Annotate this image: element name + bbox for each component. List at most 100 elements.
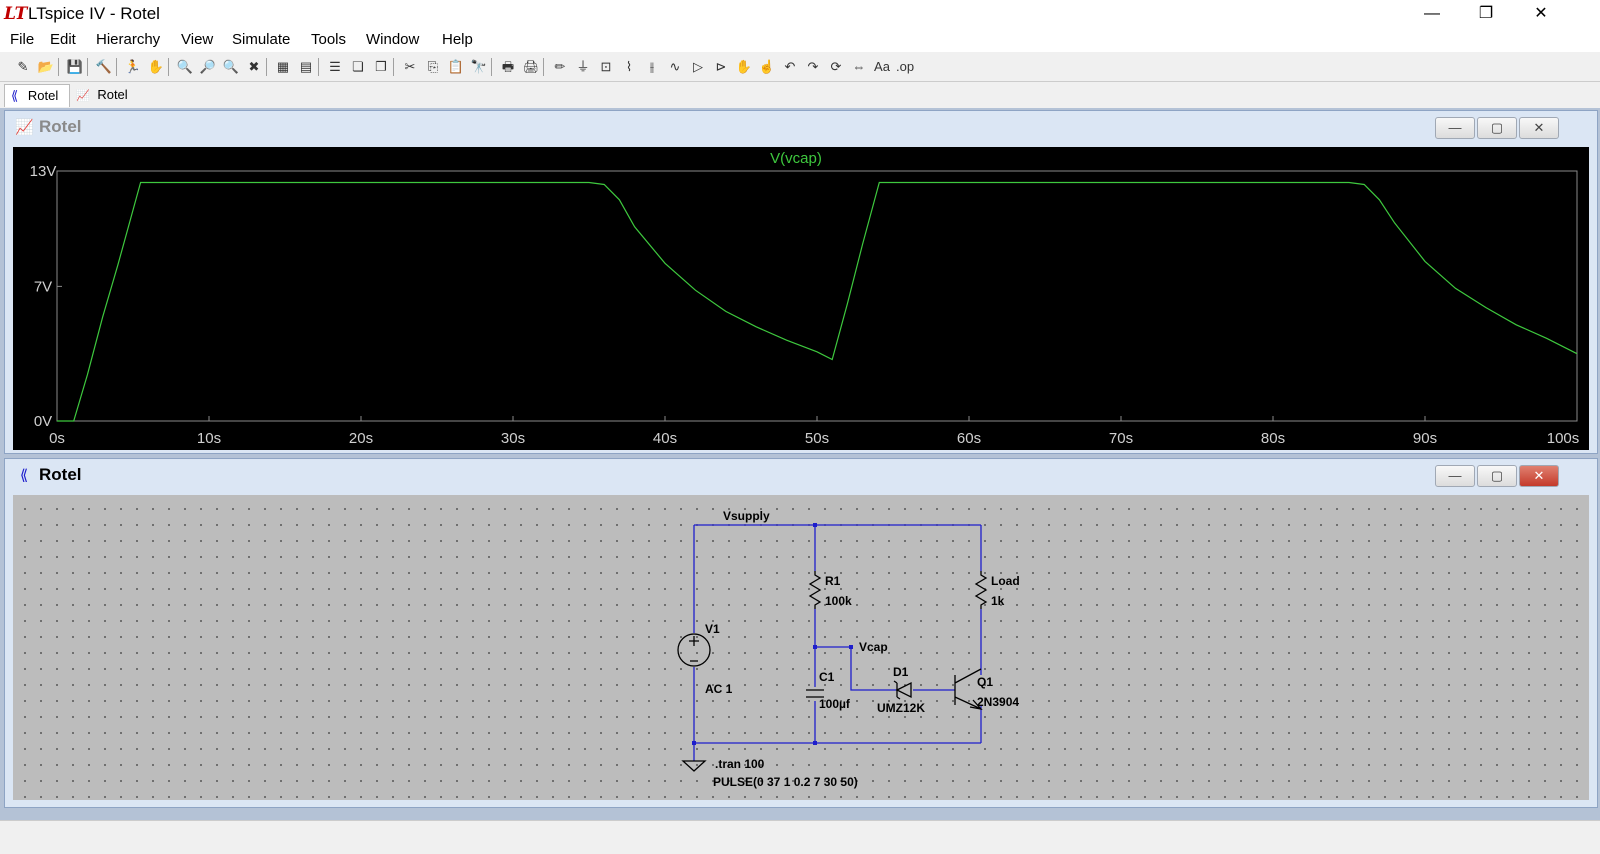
load-resistor-symbol[interactable] (974, 571, 988, 609)
c1-name[interactable]: C1 (819, 670, 835, 684)
subwin-minimize-button[interactable]: — (1435, 117, 1475, 139)
r1-name[interactable]: R1 (825, 574, 841, 588)
new-schematic-icon[interactable]: ✎ (17, 59, 29, 74)
cascade-icon[interactable]: ❏ (352, 59, 364, 74)
legend-series-label[interactable]: V(vcap) (770, 150, 822, 167)
find-icon[interactable]: 🔭 (470, 59, 488, 74)
v1-pulse-spec[interactable]: PULSE(0 37 1 0.2 7 30 50) (713, 775, 858, 789)
junction-dot (692, 741, 696, 745)
menu-help[interactable]: Help (442, 31, 473, 48)
wires (693, 524, 982, 761)
minimize-window-button[interactable]: — (1424, 5, 1440, 22)
paste-icon[interactable]: 📋 (447, 59, 465, 74)
spice-directive-tran[interactable]: .tran 100 (715, 757, 765, 771)
c1-capacitor-symbol[interactable] (806, 689, 824, 698)
drag-icon[interactable]: ☝ (758, 59, 776, 74)
c1-value[interactable]: 100µf (819, 697, 851, 711)
print-preview-icon[interactable]: 🖶 (501, 59, 515, 74)
net-label-vcap[interactable]: Vcap (859, 640, 888, 654)
d1-value[interactable]: UMZ12K (877, 701, 925, 715)
toolbar-separator (393, 58, 394, 76)
subwin-restore-button[interactable]: ▢ (1477, 465, 1517, 487)
cut-icon[interactable]: ✂ (404, 59, 416, 74)
draw-wire-icon[interactable]: ✏ (554, 59, 566, 74)
subwin-minimize-button[interactable]: — (1435, 465, 1475, 487)
zoom-out-icon[interactable]: 🔍 (222, 59, 240, 74)
x-tick-label: 10s (197, 430, 221, 447)
save-icon[interactable]: 💾 (66, 59, 84, 74)
inductor-icon[interactable]: ∿ (669, 59, 681, 74)
d1-name[interactable]: D1 (893, 665, 909, 679)
spice-directive-icon[interactable]: .op (896, 59, 915, 74)
tab-schematic-rotel[interactable]: ⟪ Rotel (4, 84, 70, 107)
r1-value[interactable]: 100k (825, 594, 852, 608)
close-window-button[interactable]: ✕ (1534, 5, 1548, 22)
v1-value[interactable]: AC 1 (705, 682, 733, 696)
mirror-icon[interactable]: ⇔ (852, 59, 866, 74)
net-label-vsupply[interactable]: Vsupply (723, 509, 770, 523)
subwin-close-button[interactable]: ✕ (1519, 465, 1559, 487)
halt-icon[interactable]: ✋ (147, 59, 165, 74)
q1-value[interactable]: 2N3904 (977, 695, 1019, 709)
ground-symbol[interactable] (681, 760, 707, 772)
diode-icon[interactable]: ▷ (693, 59, 703, 74)
menu-view[interactable]: View (181, 31, 214, 48)
autorange-icon[interactable]: ▦ (276, 59, 290, 74)
wire-vcap[interactable] (815, 646, 897, 691)
load-value[interactable]: 1k (991, 594, 1005, 608)
menu-edit[interactable]: Edit (50, 31, 76, 48)
junction-dot (813, 741, 817, 745)
rotate-icon[interactable]: ⟳ (830, 59, 842, 74)
plot-settings-icon[interactable]: ▤ (299, 59, 313, 74)
r1-resistor-symbol[interactable] (808, 571, 822, 609)
label-net-icon[interactable]: ⊡ (600, 59, 612, 74)
run-icon[interactable]: 🏃 (124, 59, 142, 74)
move-icon[interactable]: ✋ (735, 59, 753, 74)
tile-horizontal-icon[interactable]: ☰ (329, 59, 341, 74)
tile-vertical-icon[interactable]: ❐ (375, 59, 387, 74)
v1-name[interactable]: V1 (705, 622, 720, 636)
v1-source-symbol[interactable] (677, 633, 711, 667)
waveform-window-titlebar[interactable]: 📈 Rotel — ▢ ✕ (5, 111, 1597, 143)
q1-name[interactable]: Q1 (977, 675, 993, 689)
toolbar-separator (266, 58, 267, 76)
subwin-restore-button[interactable]: ▢ (1477, 117, 1517, 139)
junction-dots (692, 523, 853, 745)
menu-simulate[interactable]: Simulate (232, 31, 291, 48)
schematic-window-titlebar[interactable]: ⟪ Rotel — ▢ ✕ (5, 459, 1597, 491)
menu-file[interactable]: File (10, 31, 35, 48)
d1-zener-symbol[interactable] (893, 680, 912, 700)
undo-icon[interactable]: ↶ (784, 59, 796, 74)
zoom-in-icon[interactable]: 🔍 (176, 59, 194, 74)
resistor-icon[interactable]: ⌇ (625, 59, 633, 74)
menu-tools[interactable]: Tools (311, 31, 347, 48)
redo-icon[interactable]: ↷ (807, 59, 819, 74)
component-icon[interactable]: ⊳ (715, 59, 727, 74)
q1-transistor-symbol[interactable] (954, 668, 983, 710)
text-icon[interactable]: Aa (874, 59, 890, 74)
ground-icon[interactable]: ⏚ (576, 59, 590, 74)
restore-window-button[interactable]: ❐ (1478, 5, 1494, 22)
menu-window[interactable]: Window (366, 31, 420, 48)
toolbar-separator (543, 58, 544, 76)
print-icon[interactable]: 🖨 (522, 59, 540, 74)
capacitor-icon[interactable]: ⫲ (649, 59, 655, 74)
load-name[interactable]: Load (991, 574, 1020, 588)
series-line-vcap[interactable] (57, 181, 1578, 422)
zoom-cancel-icon[interactable]: ✖ (248, 59, 260, 74)
y-tick-label: 7V (34, 278, 52, 295)
menu-hierarchy[interactable]: Hierarchy (96, 31, 161, 48)
copy-icon[interactable]: ⎘ (427, 59, 439, 74)
plot-frame (56, 170, 1578, 422)
zoom-pan-icon[interactable]: 🔎 (199, 59, 217, 74)
waveform-icon: 📈 (76, 90, 90, 102)
tab-label: Rotel (97, 87, 128, 102)
open-icon[interactable]: 📂 (37, 59, 55, 74)
control-panel-icon[interactable]: 🔨 (95, 59, 113, 74)
tab-waveform-rotel[interactable]: 📈 Rotel (72, 84, 136, 106)
schematic-canvas[interactable]: Vsupply Vcap R1 100k Load 1k V1 AC 1 C1 … (13, 495, 1589, 800)
subwin-close-button[interactable]: ✕ (1519, 117, 1559, 139)
ltspice-logo-icon: LT (4, 4, 28, 24)
